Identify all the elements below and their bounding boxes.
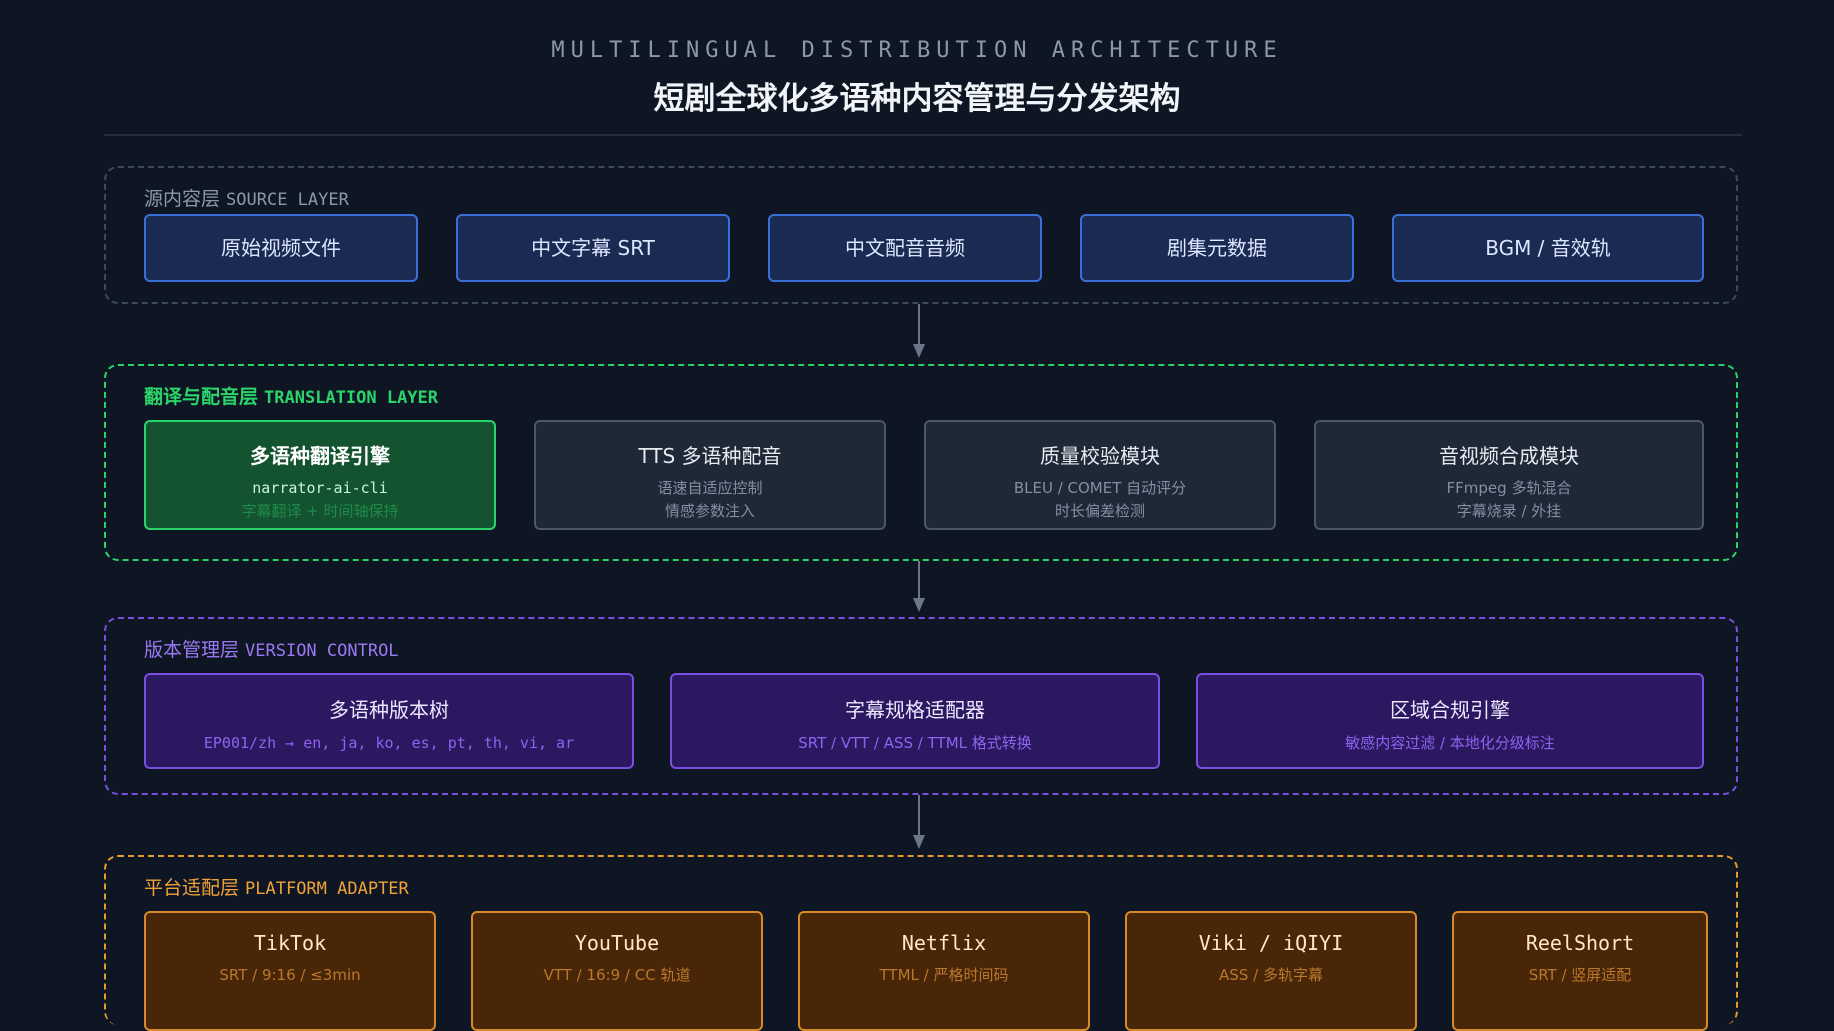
flow-arrow	[913, 304, 925, 358]
platform-layer-label-zh: 平台适配层	[144, 877, 240, 899]
source-box-label: BGM / 音效轨	[1485, 236, 1611, 260]
box-detail: TTML / 严格时间码	[879, 966, 1009, 984]
translation-engine-box: 多语种翻译引擎 narrator-ai-cli 字幕翻译 + 时间轴保持	[144, 420, 496, 530]
version-layer-label-en: VERSION CONTROL	[245, 641, 399, 661]
source-box-label: 中文配音音频	[845, 236, 965, 260]
box-detail: 敏感内容过滤 / 本地化分级标注	[1345, 734, 1555, 752]
source-box-chinese-subtitle: 中文字幕 SRT	[456, 214, 730, 282]
flow-arrow	[913, 561, 925, 612]
box-title: 多语种翻译引擎	[250, 444, 390, 468]
box-detail: ASS / 多轨字幕	[1219, 966, 1323, 984]
version-tree-box: 多语种版本树 EP001/zh → en, ja, ko, es, pt, th…	[144, 673, 634, 769]
box-title: 多语种版本树	[329, 698, 449, 722]
subtitle: MULTILINGUAL DISTRIBUTION ARCHITECTURE	[551, 38, 1283, 63]
box-title: ReelShort	[1525, 931, 1635, 955]
box-title: Viki / iQIYI	[1198, 931, 1344, 955]
box-detail: 情感参数注入	[664, 502, 755, 520]
version-layer-label-zh: 版本管理层	[144, 639, 240, 661]
tts-box: TTS 多语种配音 语速自适应控制 情感参数注入	[534, 420, 886, 530]
box-detail: FFmpeg 多轨混合	[1446, 479, 1572, 497]
box-detail: 时长偏差检测	[1054, 502, 1145, 520]
box-detail: 语速自适应控制	[657, 479, 763, 497]
box-title: TTS 多语种配音	[638, 444, 782, 468]
platform-box-netflix: Netflix TTML / 严格时间码	[798, 911, 1090, 1031]
box-detail: 字幕翻译 + 时间轴保持	[241, 502, 399, 520]
box-title: 区域合规引擎	[1390, 698, 1510, 722]
box-detail: BLEU / COMET 自动评分	[1013, 479, 1187, 497]
flow-arrow	[913, 795, 925, 849]
box-title: TikTok	[253, 931, 327, 955]
box-title: 音视频合成模块	[1439, 444, 1579, 468]
platform-layer-label-en: PLATFORM ADAPTER	[245, 879, 409, 899]
source-box-episode-metadata: 剧集元数据	[1080, 214, 1354, 282]
quality-check-box: 质量校验模块 BLEU / COMET 自动评分 时长偏差检测	[924, 420, 1276, 530]
source-box-label: 原始视频文件	[221, 236, 341, 260]
source-layer-label-en: SOURCE LAYER	[226, 190, 349, 210]
compliance-engine-box: 区域合规引擎 敏感内容过滤 / 本地化分级标注	[1196, 673, 1704, 769]
av-compose-box: 音视频合成模块 FFmpeg 多轨混合 字幕烧录 / 外挂	[1314, 420, 1704, 530]
box-title: 质量校验模块	[1040, 444, 1160, 468]
title-divider	[104, 134, 1742, 136]
box-detail: SRT / 9:16 / ≤3min	[219, 966, 361, 984]
box-detail: VTT / 16:9 / CC 轨道	[543, 966, 691, 984]
source-box-label: 剧集元数据	[1167, 236, 1267, 260]
box-detail: 字幕烧录 / 外挂	[1456, 502, 1562, 520]
source-box-label: 中文字幕 SRT	[531, 236, 655, 260]
box-title: 字幕规格适配器	[845, 698, 985, 722]
translation-layer-label-en: TRANSLATION LAYER	[264, 388, 439, 408]
page-title: 短剧全球化多语种内容管理与分发架构	[653, 81, 1181, 117]
source-box-bgm-sfx: BGM / 音效轨	[1392, 214, 1704, 282]
source-box-raw-video: 原始视频文件	[144, 214, 418, 282]
platform-box-tiktok: TikTok SRT / 9:16 / ≤3min	[144, 911, 436, 1031]
translation-layer-label-zh: 翻译与配音层	[144, 386, 259, 408]
platform-box-reelshort: ReelShort SRT / 竖屏适配	[1452, 911, 1708, 1031]
box-detail: SRT / 竖屏适配	[1528, 966, 1632, 984]
source-layer-label-zh: 源内容层	[144, 188, 221, 210]
platform-box-youtube: YouTube VTT / 16:9 / CC 轨道	[471, 911, 763, 1031]
box-detail: SRT / VTT / ASS / TTML 格式转换	[798, 734, 1032, 752]
source-box-chinese-audio: 中文配音音频	[768, 214, 1042, 282]
box-title: Netflix	[901, 931, 987, 955]
box-detail: narrator-ai-cli	[252, 479, 388, 497]
platform-box-viki-iqiyi: Viki / iQIYI ASS / 多轨字幕	[1125, 911, 1417, 1031]
box-title: YouTube	[574, 931, 660, 955]
box-detail: EP001/zh → en, ja, ko, es, pt, th, vi, a…	[203, 734, 575, 752]
subtitle-adapter-box: 字幕规格适配器 SRT / VTT / ASS / TTML 格式转换	[670, 673, 1160, 769]
